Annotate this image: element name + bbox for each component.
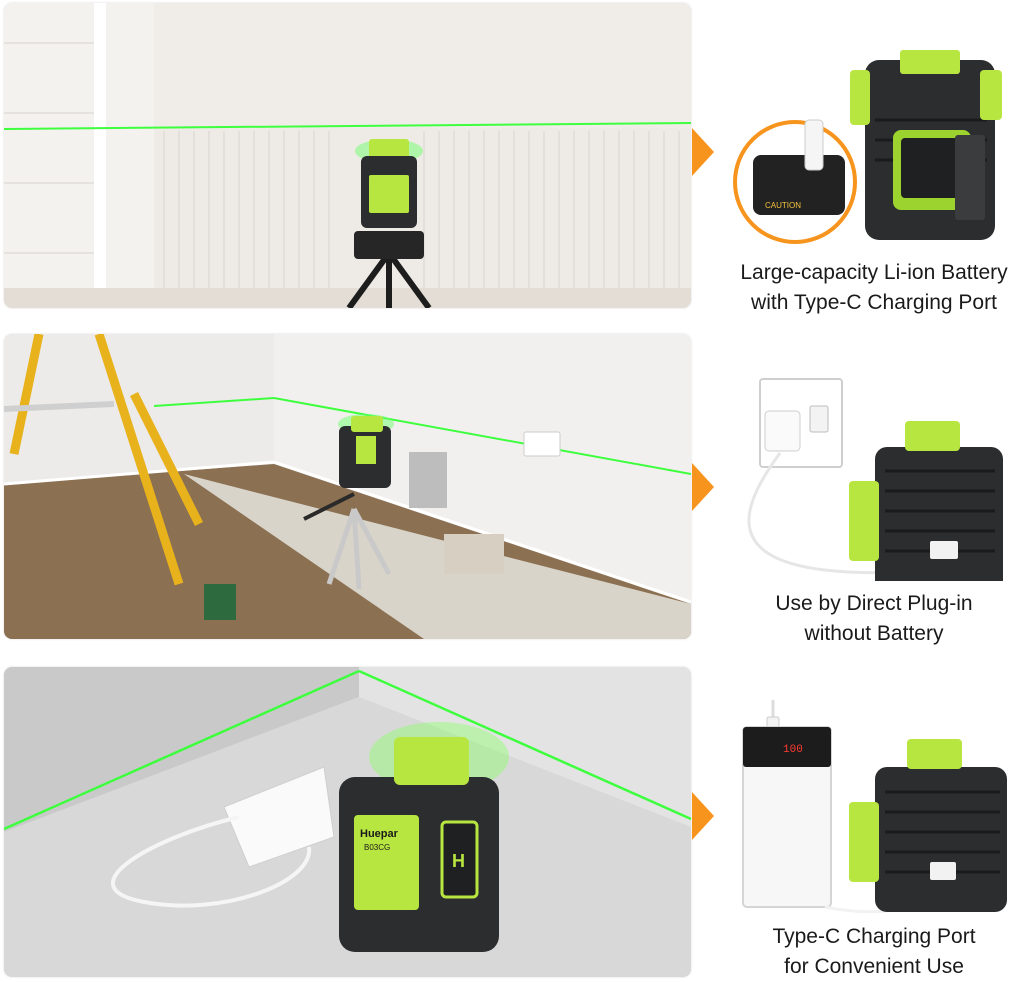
feature-row-type-c: Huepar B03CG H 100 Type-C Charging Port … — [0, 664, 1024, 978]
scene-ladder-room-photo — [4, 334, 691, 639]
feature-row-direct-plug: Use by Direct Plug-in without Battery — [0, 331, 1024, 645]
caption-line-1: Type-C Charging Port — [772, 925, 976, 948]
scene-room-tripod-photo — [4, 3, 691, 308]
powerbank-display-text: 100 — [783, 744, 803, 756]
scene-corner-powerbank-photo: Huepar B03CG H — [4, 667, 691, 977]
battery-caution-text: CAUTION — [765, 201, 801, 210]
svg-text:H: H — [920, 91, 932, 108]
caption-battery: Large-capacity Li-ion Battery with Type-… — [715, 258, 1024, 318]
direct-plug-product-image — [725, 361, 1015, 581]
caption-line-2: for Convenient Use — [784, 955, 964, 978]
feature-row-battery: CAUTION H Large-capacity Li-ion Battery … — [0, 0, 1024, 314]
type-c-product-image: 100 — [725, 682, 1015, 922]
device-model-text: B03CG — [364, 843, 390, 852]
caption-direct-plug: Use by Direct Plug-in without Battery — [715, 589, 1024, 649]
arrow-icon — [692, 463, 714, 511]
battery-product-image: CAUTION H — [725, 30, 1015, 250]
caption-line-2: with Type-C Charging Port — [751, 291, 997, 314]
arrow-icon — [692, 792, 714, 840]
caption-line-1: Large-capacity Li-ion Battery — [740, 261, 1008, 284]
svg-text:H: H — [452, 851, 465, 871]
arrow-icon — [692, 128, 714, 176]
caption-line-1: Use by Direct Plug-in — [775, 592, 973, 615]
caption-line-2: without Battery — [804, 622, 944, 645]
device-brand-text: Huepar — [360, 828, 399, 840]
caption-type-c: Type-C Charging Port for Convenient Use — [715, 922, 1024, 982]
